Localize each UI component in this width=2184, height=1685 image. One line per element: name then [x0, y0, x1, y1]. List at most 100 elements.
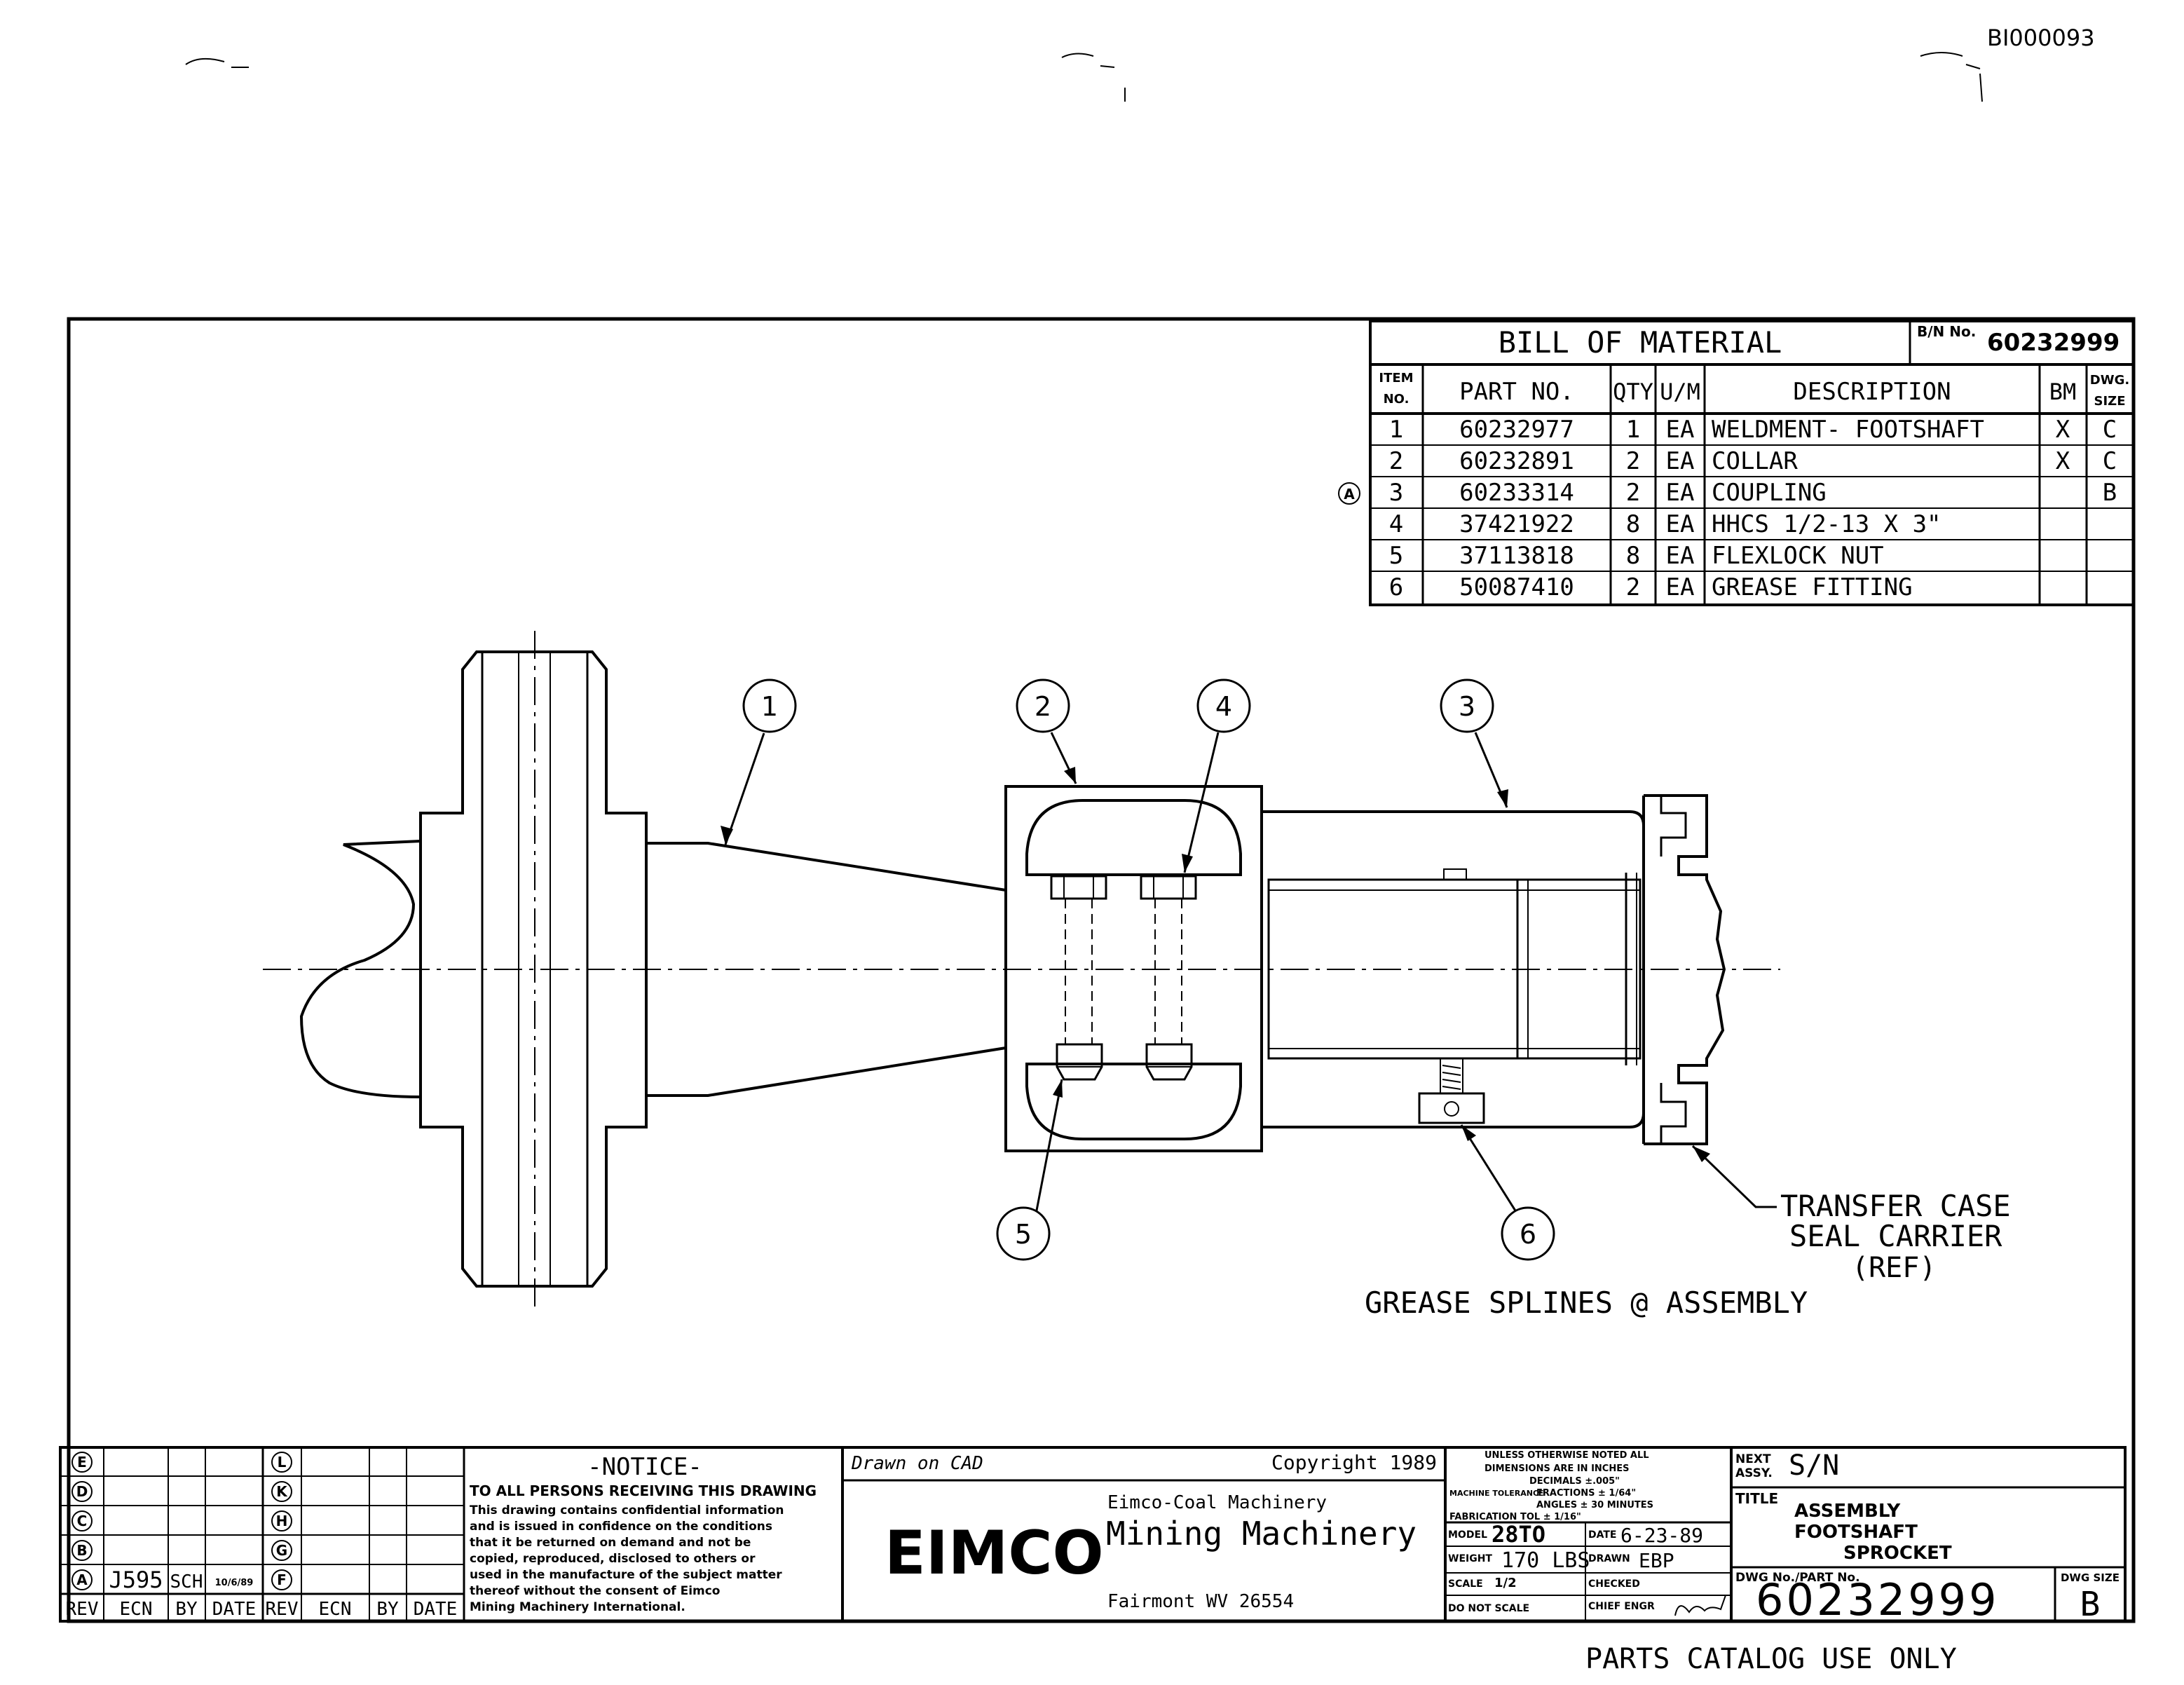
bom-cell-item: 2 — [1389, 447, 1403, 475]
notice-line: thereof without the consent of Eimco — [470, 1584, 721, 1598]
tol-line-3: DECIMALS ±.005" — [1529, 1476, 1620, 1487]
scan-mark — [185, 57, 249, 68]
rev-footer-label: ECN — [120, 1599, 153, 1620]
bom-cell-item: 6 — [1389, 573, 1403, 601]
leader-4 — [1183, 732, 1220, 873]
rev-footer-label: ECN — [319, 1599, 352, 1620]
scale-label: SCALE — [1448, 1578, 1483, 1590]
bom-cell-um: EA — [1666, 510, 1695, 538]
do-not-scale: DO NOT SCALE — [1448, 1603, 1529, 1614]
chief-engr-label: CHIEF ENGR — [1588, 1601, 1655, 1612]
title-line-1: ASSEMBLY — [1794, 1501, 1901, 1522]
bill-of-material — [1369, 320, 2135, 606]
flexlock-nut — [1056, 1043, 1103, 1081]
scale-value: 1/2 — [1494, 1576, 1517, 1590]
label-transfer-case: TRANSFER CASE — [1780, 1189, 2011, 1223]
rev-letter: K — [276, 1483, 288, 1500]
bom-cell-qty: 1 — [1626, 416, 1640, 444]
bom-cell-item: 1 — [1389, 416, 1403, 444]
bom-cell-qty: 8 — [1626, 510, 1640, 538]
rev-a-date: 10/6/89 — [215, 1578, 254, 1588]
bom-cell-part: 60233314 — [1459, 479, 1574, 507]
title-label: TITLE — [1735, 1490, 1778, 1507]
bom-cell-item: 3 — [1389, 479, 1403, 507]
dwg-no-label: DWG No./PART No. — [1735, 1571, 1860, 1585]
bom-cell-part: 50087410 — [1459, 573, 1574, 601]
bom-cell-qty: 8 — [1626, 542, 1640, 570]
bom-cell-part: 60232977 — [1459, 416, 1574, 444]
weight-value: 170 LBS — [1501, 1548, 1590, 1573]
collar — [1004, 785, 1263, 1152]
callout-5-circle — [996, 1206, 1051, 1261]
bom-cell-size: C — [2103, 447, 2117, 475]
drawn-value: EBP — [1639, 1549, 1674, 1572]
spline-key — [1443, 868, 1467, 880]
bn-label: B/N No. — [1917, 323, 1976, 340]
label-ref: (REF) — [1852, 1252, 1936, 1284]
notice-line: This drawing contains confidential infor… — [470, 1503, 784, 1517]
tol-line-4: FRACTIONS ± 1/64" — [1536, 1488, 1636, 1499]
tol-line-6: FABRICATION TOL ± 1/16" — [1449, 1512, 1581, 1522]
bom-header-part: PART NO. — [1459, 378, 1574, 406]
rev-a-ecn: J595 — [109, 1567, 163, 1593]
shaft-stub — [299, 840, 421, 1098]
bom-header-item: ITEM — [1379, 371, 1413, 386]
callout-1-circle — [742, 678, 797, 733]
leader-5 — [1035, 1079, 1063, 1215]
rev-letter: D — [76, 1483, 88, 1500]
notice-heading: TO ALL PERSONS RECEIVING THIS DRAWING — [470, 1482, 817, 1499]
bom-cell-bm: X — [2056, 416, 2070, 444]
rev-circle — [271, 1452, 292, 1473]
rev-letter: G — [276, 1542, 287, 1559]
callout-4: 4 — [1215, 691, 1232, 722]
bom-cell-qty: 2 — [1626, 447, 1640, 475]
copyright: Copyright 1989 — [1271, 1451, 1437, 1474]
bom-cell-um: EA — [1666, 416, 1695, 444]
rev-circle — [271, 1510, 292, 1531]
collar-upper — [1025, 799, 1242, 876]
bom-cell-desc: HHCS 1/2-13 X 3" — [1712, 510, 1941, 538]
bom-header-desc: DESCRIPTION — [1793, 378, 1951, 406]
bom-cell-item: 4 — [1389, 510, 1403, 538]
rev-circle — [71, 1540, 93, 1561]
title-line-2: FOOTSHAFT — [1794, 1522, 1918, 1543]
rev-footer-label: BY — [376, 1599, 399, 1620]
tol-machine: MACHINE TOLERANCE — [1449, 1489, 1544, 1498]
weight-label: WEIGHT — [1448, 1553, 1492, 1564]
eimco-logo: EIMCO — [885, 1518, 1104, 1588]
scan-mark — [1061, 53, 1126, 102]
notice-line: Mining Machinery International. — [470, 1600, 685, 1614]
bom-cell-qty: 2 — [1626, 479, 1640, 507]
document-id: BI000093 — [1987, 25, 2095, 51]
bom-cell-desc: COLLAR — [1712, 447, 1798, 475]
next-assy-label: NEXT — [1735, 1452, 1771, 1466]
company-line-1: Eimco-Coal Machinery — [1107, 1492, 1327, 1513]
notice-line: that it be returned on demand and not be — [470, 1536, 751, 1550]
notice-line: copied, reproduced, disclosed to others … — [470, 1552, 756, 1566]
rev-letter: B — [76, 1542, 87, 1559]
drawn-on-cad: Drawn on CAD — [851, 1453, 983, 1474]
callout-2: 2 — [1035, 691, 1051, 722]
grease-fitting-base — [1418, 1092, 1485, 1124]
bom-header-bm: BM — [2049, 378, 2077, 405]
footer-note: PARTS CATALOG USE ONLY — [1585, 1643, 1957, 1675]
tol-line-5: ANGLES ± 30 MINUTES — [1536, 1500, 1653, 1510]
dwg-size-value: B — [2080, 1585, 2101, 1624]
leader-6 — [1460, 1124, 1519, 1215]
bom-cell-part: 37113818 — [1459, 542, 1574, 570]
dwg-size-label: DWG SIZE — [2061, 1571, 2120, 1584]
bom-cell-desc: GREASE FITTING — [1712, 573, 1913, 601]
bom-cell-bm: X — [2056, 447, 2070, 475]
rev-letter: A — [76, 1571, 88, 1588]
scan-mark — [1920, 52, 1983, 102]
bolt-head — [1050, 875, 1107, 900]
rev-letter: C — [77, 1513, 88, 1529]
bn-value: 60232999 — [1987, 329, 2120, 357]
next-assy-value: S/N — [1789, 1449, 1839, 1482]
bom-header-size: DWG. — [2090, 373, 2129, 388]
rev-circle — [71, 1452, 93, 1473]
rev-letter: E — [77, 1454, 87, 1471]
model-label: MODEL — [1448, 1529, 1487, 1541]
